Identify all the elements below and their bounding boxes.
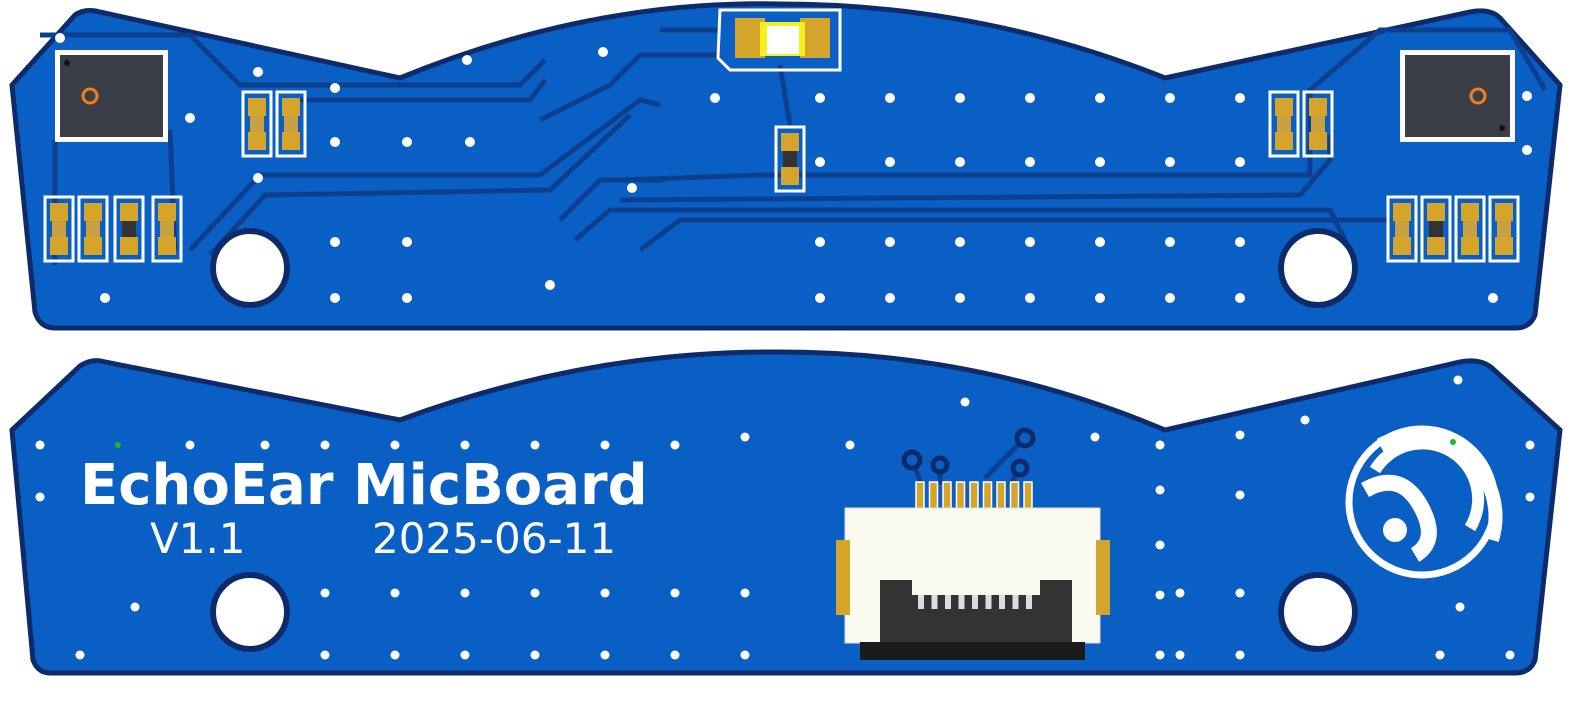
smd-component (151, 195, 183, 263)
espressif-logo-icon (1345, 425, 1503, 579)
smd-component (1454, 195, 1486, 263)
board-date: 2025-06-11 (372, 514, 616, 563)
fiducial (115, 442, 121, 448)
smd-component (774, 125, 806, 193)
smd-component (1302, 90, 1334, 158)
board-version: V1.1 (150, 514, 246, 563)
vias-bottom (35, 375, 1535, 660)
top-traces (40, 27, 1548, 265)
board-title: EchoEar MicBoard (80, 453, 648, 518)
smd-component (113, 195, 145, 263)
passive-components-top (43, 90, 1520, 263)
smd-component (1268, 90, 1300, 158)
smd-component (241, 90, 273, 158)
smd-component (275, 90, 307, 158)
smd-component (43, 195, 75, 263)
smd-component (1420, 195, 1452, 263)
smd-component (1386, 195, 1418, 263)
vias-top (55, 33, 1532, 303)
top-holes (210, 228, 1358, 308)
microphone-left (55, 50, 168, 142)
top-board (9, 1, 1563, 331)
led-component (716, 8, 842, 72)
smd-component (77, 195, 109, 263)
smd-component (1488, 195, 1520, 263)
microphone-right (1400, 50, 1515, 142)
bottom-holes (210, 572, 1358, 652)
bottom-board: EchoEar MicBoard V1.1 2025-06-11 (9, 349, 1563, 676)
fpc-connector (836, 427, 1110, 660)
